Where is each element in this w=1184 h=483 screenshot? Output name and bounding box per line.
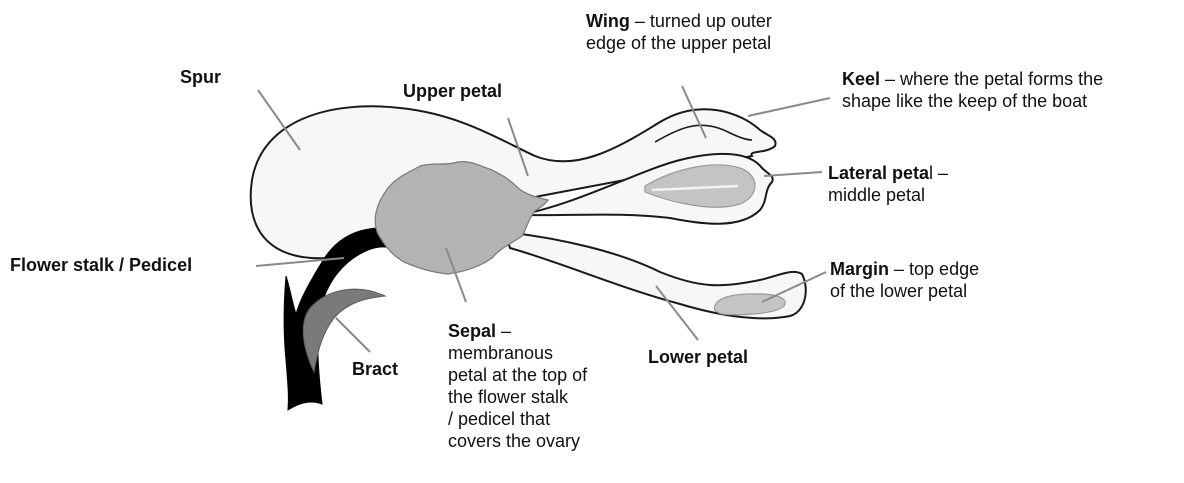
label-flower-stalk: Flower stalk / Pedicel	[10, 254, 192, 276]
label-wing: Wing – turned up outer edge of the upper…	[586, 10, 772, 54]
label-wing-desc-2: edge of the upper petal	[586, 32, 772, 54]
label-bract-name: Bract	[352, 359, 398, 379]
label-margin-desc-1: – top edge	[889, 259, 979, 279]
label-flower-stalk-name: Flower stalk / Pedicel	[10, 255, 192, 275]
leader-keel	[748, 98, 830, 116]
label-sepal-desc-6: covers the ovary	[448, 430, 587, 452]
label-lateral-petal: Lateral petal – middle petal	[828, 162, 948, 206]
label-wing-name: Wing	[586, 11, 630, 31]
label-sepal-desc-1: –	[496, 321, 511, 341]
label-sepal: Sepal – membranous petal at the top of t…	[448, 320, 587, 452]
label-spur-name: Spur	[180, 67, 221, 87]
leader-lateral-petal	[764, 172, 822, 176]
label-lower-petal: Lower petal	[648, 346, 748, 368]
label-keel: Keel – where the petal forms the shape l…	[842, 68, 1103, 112]
label-wing-desc-1: – turned up outer	[630, 11, 772, 31]
label-spur: Spur	[180, 66, 221, 88]
label-upper-petal: Upper petal	[403, 80, 502, 102]
leader-bract	[336, 318, 370, 352]
label-sepal-name: Sepal	[448, 321, 496, 341]
label-bract: Bract	[352, 358, 398, 380]
label-sepal-desc-2: membranous	[448, 342, 587, 364]
label-sepal-desc-5: / pedicel that	[448, 408, 587, 430]
label-margin: Margin – top edge of the lower petal	[830, 258, 979, 302]
label-lower-petal-name: Lower petal	[648, 347, 748, 367]
label-sepal-desc-4: the flower stalk	[448, 386, 587, 408]
label-sepal-desc-3: petal at the top of	[448, 364, 587, 386]
label-keel-name: Keel	[842, 69, 880, 89]
label-margin-desc-2: of the lower petal	[830, 280, 979, 302]
label-margin-name: Margin	[830, 259, 889, 279]
label-upper-petal-name: Upper petal	[403, 81, 502, 101]
label-lateral-petal-desc-2: middle petal	[828, 184, 948, 206]
label-lateral-petal-suffix: l –	[929, 163, 948, 183]
label-lateral-petal-name: Lateral peta	[828, 163, 929, 183]
label-keel-desc-2: shape like the keep of the boat	[842, 90, 1103, 112]
label-keel-desc-1: – where the petal forms the	[880, 69, 1103, 89]
